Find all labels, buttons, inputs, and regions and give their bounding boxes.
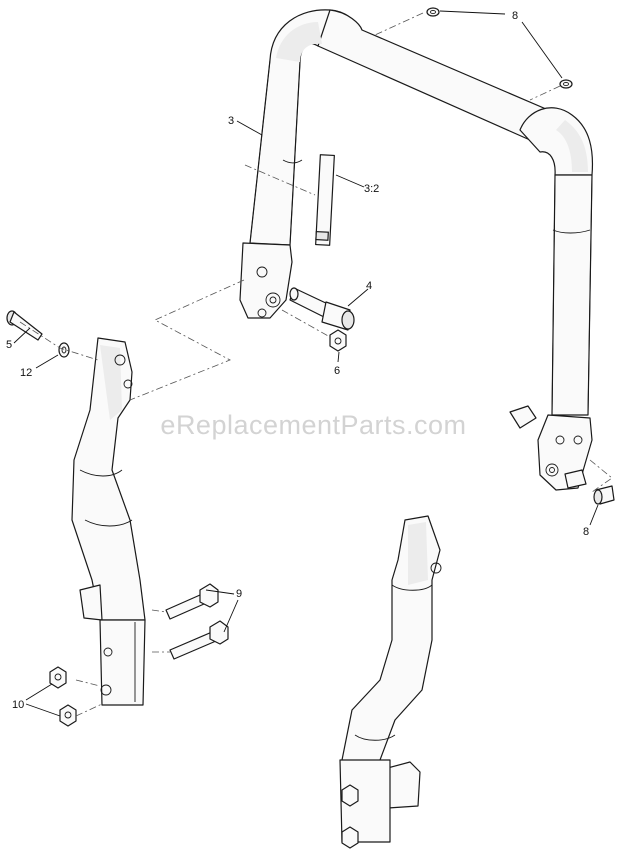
callout-labels: 8 3 3:2 4 5 12 6 8 9 10 [6,10,589,711]
pin-assembly [289,287,355,331]
callout-5: 5 [6,339,12,351]
left-hoop-bracket [239,242,293,319]
bolts-9 [165,583,229,660]
callout-8: 8 [583,526,589,538]
callout-3: 3 [228,115,234,127]
washer-12 [58,342,70,358]
left-lower-tube [71,337,146,706]
knob-8 [593,485,615,505]
nuts-10 [49,666,77,727]
bolt-5 [6,310,43,341]
callout-7: 8 [512,10,518,22]
leader-lines [13,10,599,717]
nut-6 [329,329,347,352]
assembly-lines [19,12,613,717]
callout-4: 4 [366,280,372,292]
warning-decal [315,154,335,246]
callout-3-2: 3:2 [364,183,379,195]
callout-12: 12 [20,367,32,379]
right-lower-tube [339,515,442,849]
callout-6: 6 [334,365,340,377]
roll-bar-hoop [249,9,594,416]
washers-7 [426,7,573,89]
callout-9: 9 [236,588,242,600]
callout-10: 10 [12,699,24,711]
right-hoop-bracket [509,405,593,491]
